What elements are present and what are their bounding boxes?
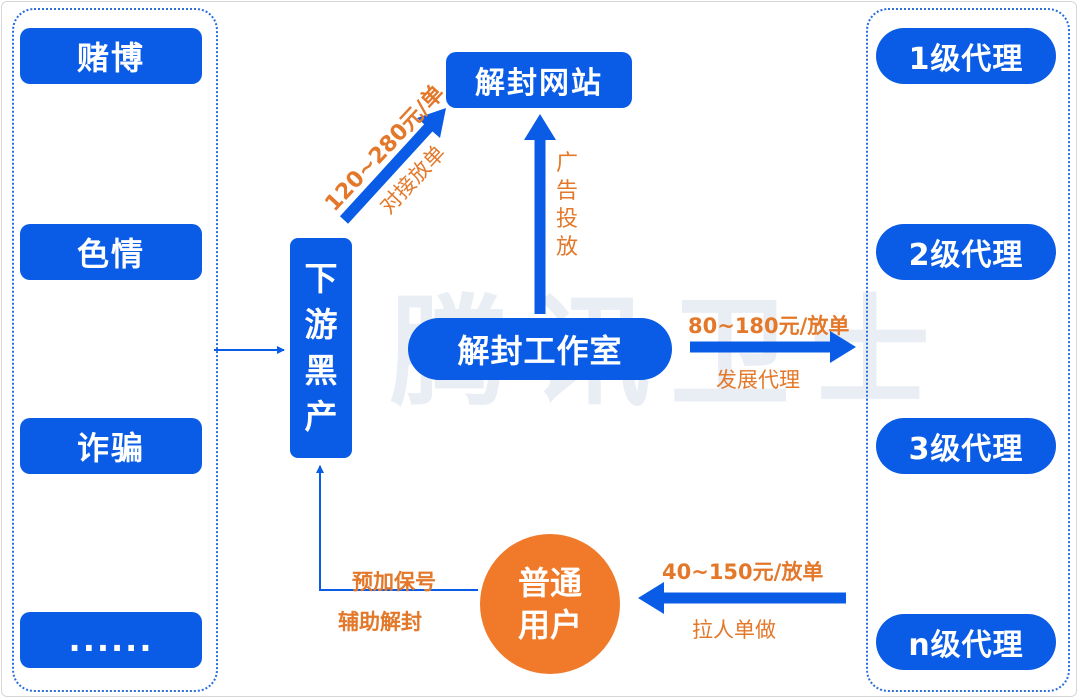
label-ad-placement: 广 告 投 放 [556, 150, 578, 262]
agent-level-2: 2级代理 [876, 224, 1056, 280]
right-panel [866, 8, 1070, 692]
label-protect-account: 预加保号 [352, 570, 436, 594]
agent-level-3: 3级代理 [876, 418, 1056, 474]
category-porn: 色情 [20, 224, 202, 280]
label-price-agent: 80~180元/放单 [688, 314, 850, 338]
arrow-studio-to-agents-head [830, 331, 856, 363]
unseal-studio-node: 解封工作室 [408, 318, 672, 380]
user-line-1: 普通 [517, 564, 582, 602]
downstream-char-2: 游 [304, 305, 338, 344]
label-assist-unseal: 辅助解封 [338, 610, 422, 634]
downstream-char-3: 黑 [304, 351, 338, 390]
ad-char-2: 告 [556, 179, 579, 204]
category-fraud: 诈骗 [20, 418, 202, 474]
label-agent-action: 发展代理 [716, 368, 800, 392]
downstream-char-1: 下 [304, 259, 338, 298]
ad-char-1: 广 [556, 151, 579, 176]
user-line-2: 用户 [517, 606, 582, 644]
downstream-black-industry-node: 下 游 黑 产 [290, 238, 352, 458]
arrow-user-to-downstream [316, 465, 478, 591]
ad-char-3: 投 [556, 207, 579, 232]
agent-level-1: 1级代理 [876, 28, 1056, 84]
category-more: ...... [20, 612, 202, 668]
label-user-action: 拉人单做 [692, 618, 776, 642]
arrow-agents-to-user-head [638, 582, 664, 614]
category-gambling: 赌博 [20, 28, 202, 84]
label-price-user: 40~150元/放单 [662, 560, 824, 584]
unseal-website-node: 解封网站 [446, 52, 632, 108]
arrow-studio-to-site-head [524, 114, 556, 140]
agent-level-n: n级代理 [876, 614, 1056, 670]
ordinary-user-node: 普通 用户 [480, 534, 620, 674]
arrow-downstream-to-site [339, 122, 435, 224]
arrow-downstream-to-site-head [417, 108, 446, 138]
downstream-char-4: 产 [304, 397, 338, 436]
ad-char-4: 放 [556, 235, 579, 260]
